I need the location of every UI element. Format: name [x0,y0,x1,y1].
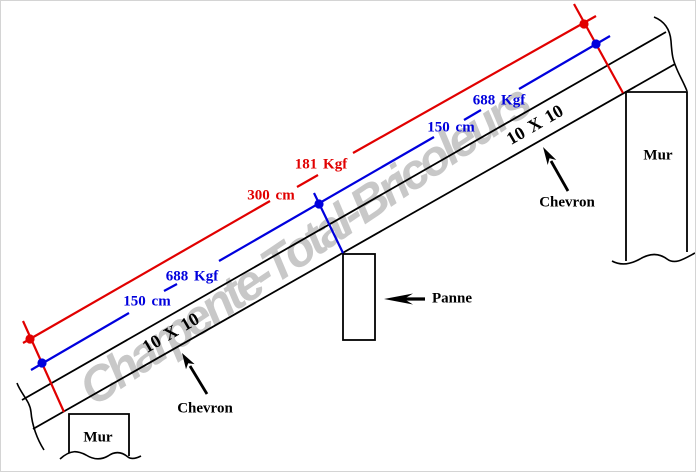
red-support-dot-left [25,334,35,344]
rafter-left-arrow-shaft [188,365,209,395]
rafter-bottom-edge-line [32,63,676,430]
red-extension-line-right [573,3,624,94]
purlin-callout-label: Panne [431,290,473,307]
span-dimension-red [21,3,624,413]
blue-dim-dash-right [463,109,482,121]
rafter-break-squiggle-right [653,16,688,92]
rafter-beam [16,16,688,451]
rafter-top-edge-line [21,31,667,401]
red-dim-dash-middle [296,174,319,188]
blue-dim-dash-left [163,283,178,292]
red-dim-segment-right [352,15,597,154]
wall-right [611,91,695,265]
red-support-dot-right [579,19,589,29]
blue-support-dot-mid [314,199,324,209]
wall-left [59,413,142,460]
callout-arrows [182,147,570,395]
red-dim-segment-left [22,200,271,344]
blue-dim-segment-2 [218,136,435,262]
blue-span-label-right: 150 cm [427,119,475,136]
rafter-left-arrow-head [182,353,195,370]
blue-dim-segment-1 [30,312,130,371]
rafter-break-squiggle-left [16,382,45,451]
blue-support-dot-left [37,358,47,368]
wall-left-outline [68,413,130,456]
red-load-label: 181 Kgf [294,156,348,173]
wall-left-break-squiggle [59,450,142,460]
wall-right-break-squiggle [611,252,695,265]
purlin-arrow-head [384,293,413,305]
blue-span-label-left: 150 cm [123,293,171,310]
rafter-callout-label-left: Chevron [177,400,233,417]
rafter-callout-label-right: Chevron [539,194,595,211]
purlin-rect [342,253,376,341]
wall-label-right: Mur [643,147,673,164]
blue-load-label-left: 688 Kgf [165,268,219,285]
blue-support-dot-right [591,39,601,49]
wall-right-outline [625,91,688,261]
rafter-right-arrow-head [543,147,557,165]
red-span-label: 300 cm [247,187,295,204]
wall-label-left: Mur [83,429,113,446]
blue-load-label-right: 688 Kgf [472,92,526,109]
rafter-right-arrow-shaft [549,160,570,192]
